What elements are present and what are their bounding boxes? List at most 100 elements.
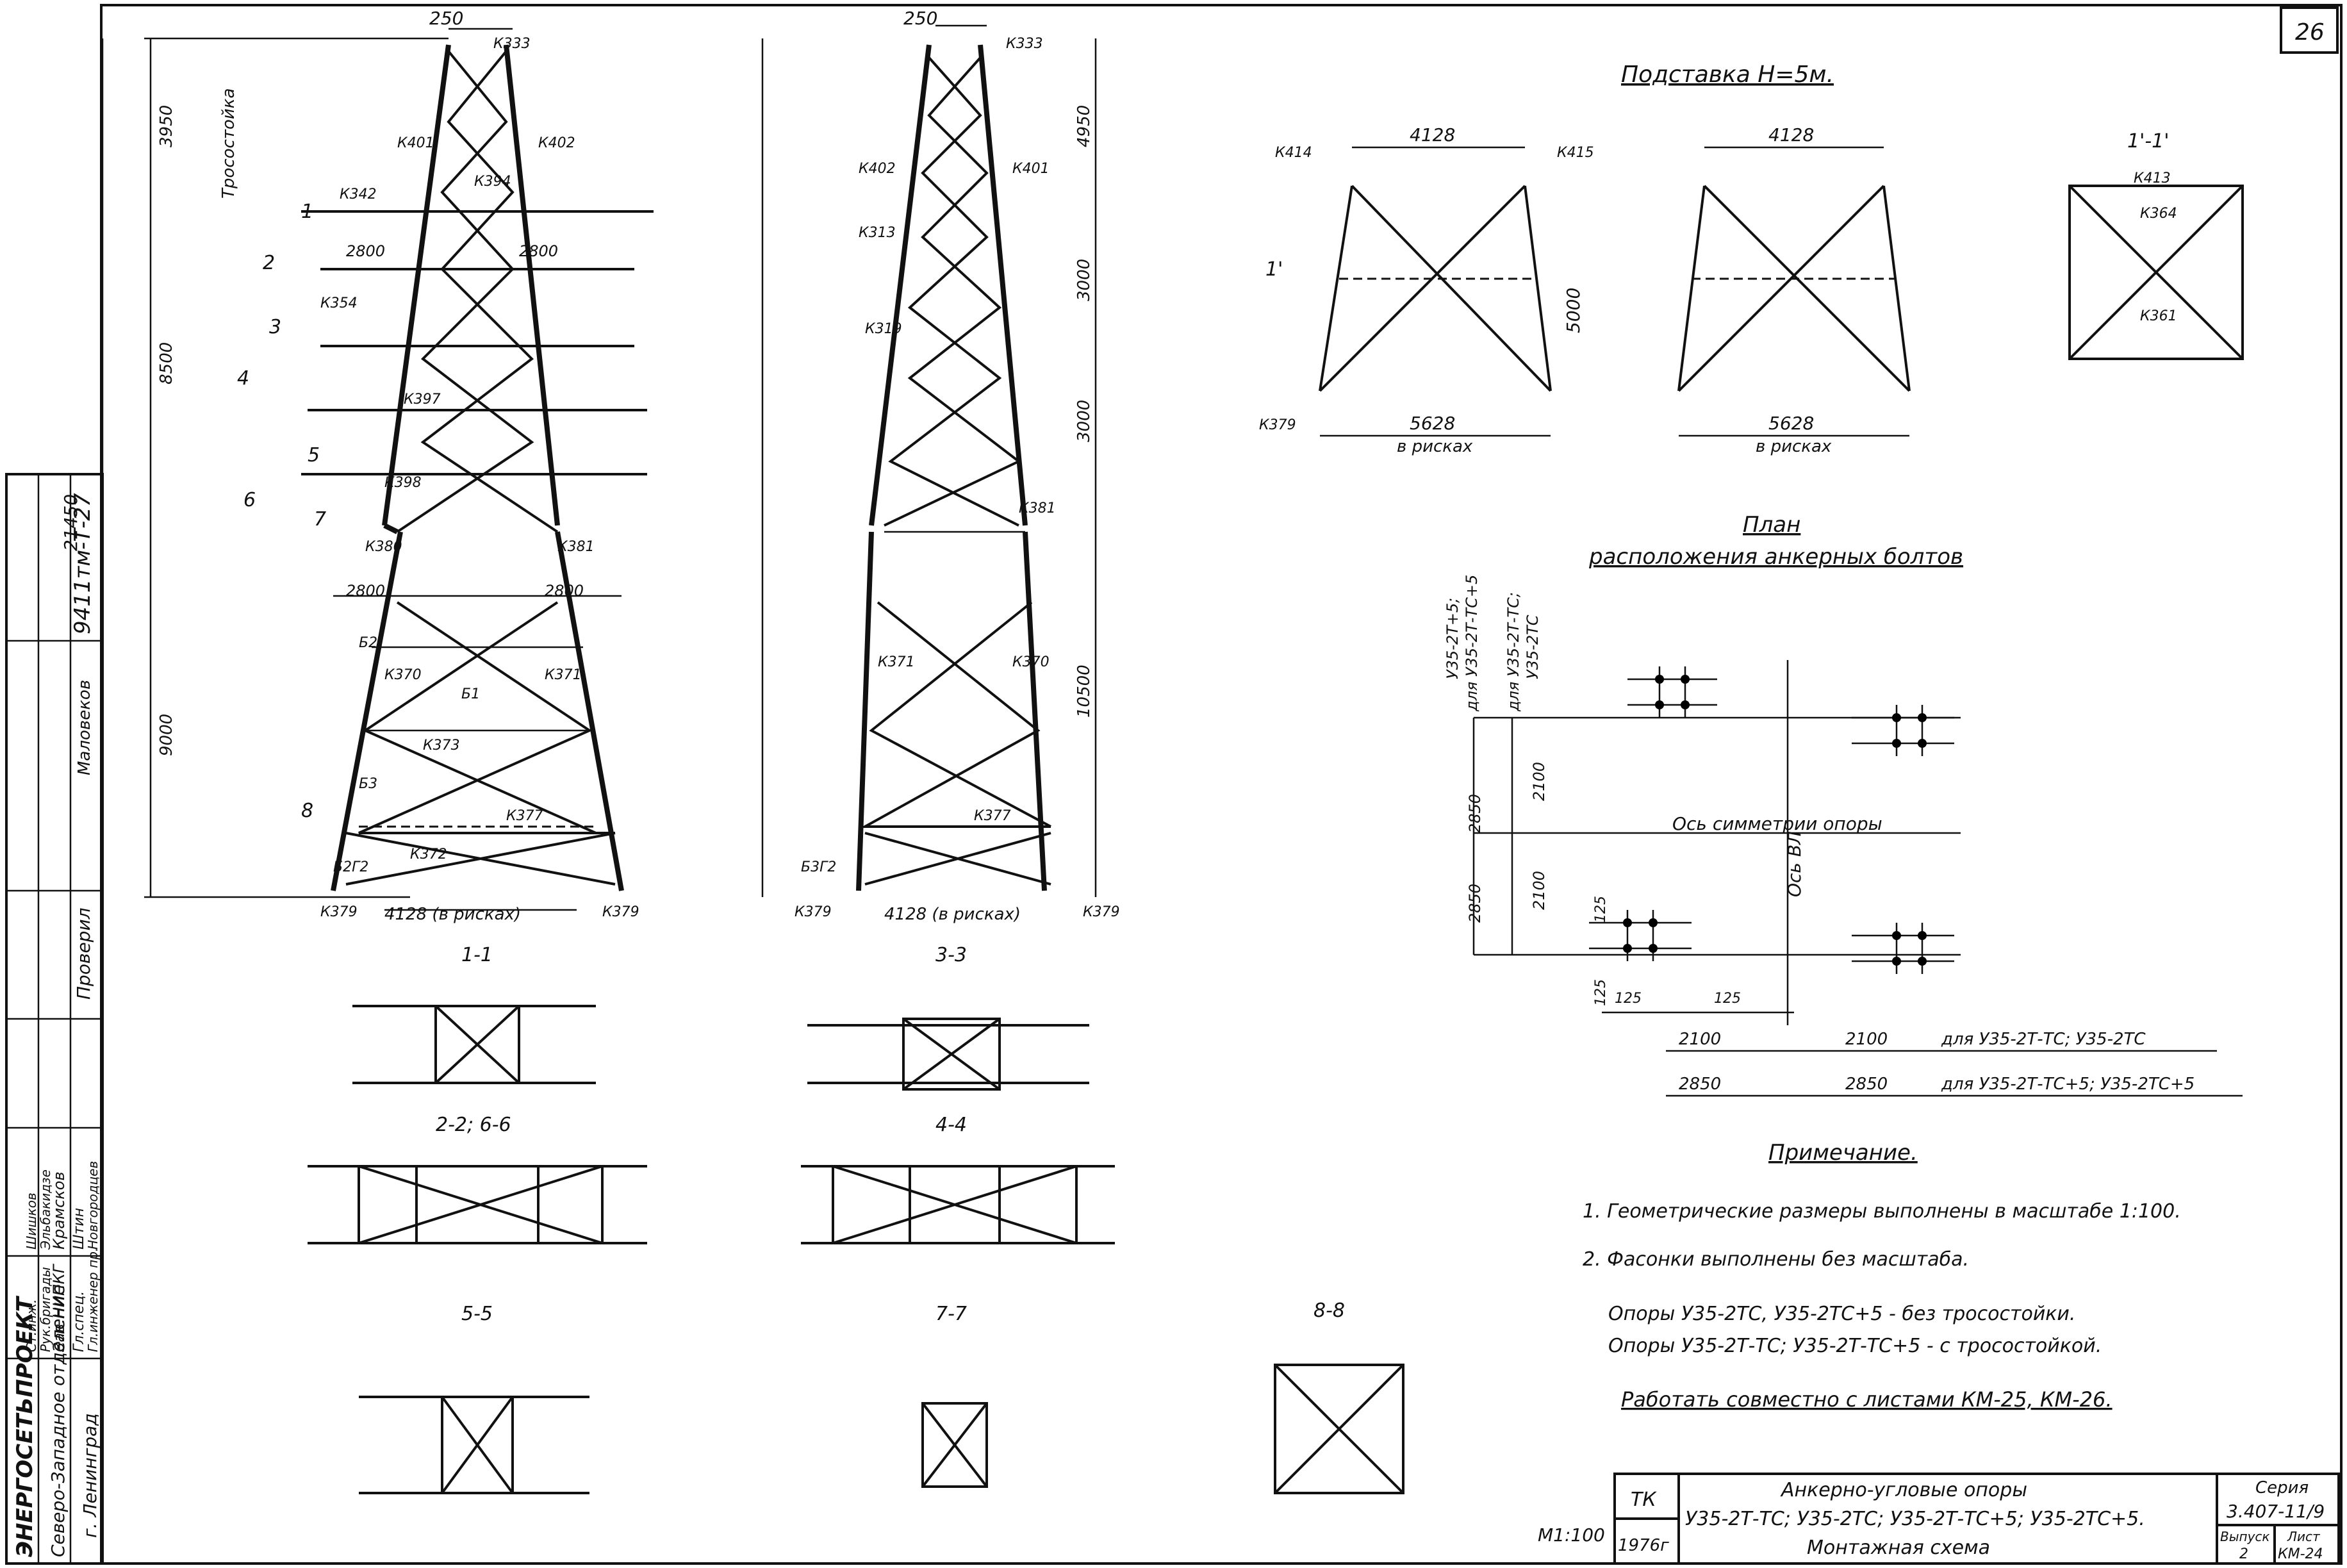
section-4-4-title: 4-4 bbox=[935, 1114, 967, 1136]
pod-base-1: 5628 bbox=[1410, 413, 1455, 434]
rlabel-b3g2: Б3Г2 bbox=[801, 859, 836, 875]
plan-row1-c: для У35-2Т-ТС; У35-2ТС bbox=[1941, 1030, 2146, 1049]
section-7-7-title: 7-7 bbox=[935, 1303, 967, 1325]
right-top-width: 250 bbox=[903, 8, 937, 29]
plan-dim-v2: 2850 bbox=[1466, 884, 1484, 923]
section-1-1: 1-1 bbox=[352, 944, 596, 1084]
stamp-col-checked: Проверил bbox=[73, 907, 94, 1000]
section-8-8: 8-8 bbox=[1274, 1300, 1404, 1494]
right-base-width: 4128 (в рисках) bbox=[884, 905, 1021, 924]
stamp-name-2: Новгородцев bbox=[85, 1161, 101, 1250]
rlabel-k333: К333 bbox=[1006, 36, 1043, 52]
podstavka: Подставка Н=5м. 4128 5628 в рисках 5000 … bbox=[1259, 62, 2244, 456]
label-k342: К342 bbox=[340, 186, 377, 202]
right-h4: 10500 bbox=[1075, 664, 1094, 718]
left-h2: 8500 bbox=[157, 342, 176, 384]
plan-row1-b: 2100 bbox=[1845, 1030, 1888, 1049]
stamp-issue-value: 2 bbox=[2239, 1546, 2248, 1562]
note-5: Работать совместно с листами КМ-25, КМ-2… bbox=[1621, 1387, 2112, 1412]
rlabel-k371: К371 bbox=[878, 654, 915, 670]
plan-row2-b: 2850 bbox=[1845, 1075, 1888, 1094]
label-k379-r: К379 bbox=[602, 904, 639, 920]
mark-4: 4 bbox=[237, 367, 249, 390]
stamp-name-0: Крамсков bbox=[50, 1171, 68, 1250]
mark-2: 2 bbox=[263, 252, 275, 274]
rlabel-k379-l: К379 bbox=[795, 904, 832, 920]
stamp-series-value: 3.407-11/9 bbox=[2227, 1501, 2325, 1522]
label-k381: К381 bbox=[557, 539, 595, 555]
mark-5: 5 bbox=[308, 444, 320, 466]
left-top-width: 250 bbox=[429, 8, 463, 29]
plan-axis-vl: Ось ВЛ bbox=[1784, 831, 1805, 897]
label-b2g2: Б2Г2 bbox=[333, 859, 368, 875]
label-k402: К402 bbox=[538, 135, 575, 151]
section-1-1-title: 1-1 bbox=[461, 944, 493, 966]
pod-label-k413: К413 bbox=[2134, 170, 2171, 186]
left-stamp: 9411тм-Т-27 Проверил Маловеков Зав.НИПКГ… bbox=[5, 473, 104, 1565]
label-k372: К372 bbox=[410, 846, 447, 862]
section-3-3-title: 3-3 bbox=[935, 944, 967, 966]
label-b3: Б3 bbox=[359, 776, 377, 792]
mark-1: 1 bbox=[301, 201, 313, 223]
pod-height: 5000 bbox=[1563, 288, 1584, 333]
note-1: 1. Геометрические размеры выполнены в ма… bbox=[1583, 1200, 2181, 1223]
stamp-tk: ТК bbox=[1631, 1489, 1657, 1511]
right-h2: 3000 bbox=[1075, 259, 1094, 301]
label-k370: К370 bbox=[384, 667, 422, 683]
label-b1: Б1 bbox=[461, 686, 480, 702]
podstavka-title: Подставка Н=5м. bbox=[1621, 62, 1834, 88]
section-3-3: 3-3 bbox=[807, 944, 1089, 1091]
stamp-name-4: Шишков bbox=[24, 1193, 39, 1250]
left-h1: 3950 bbox=[157, 105, 176, 147]
rlabel-k401: К401 bbox=[1012, 161, 1050, 177]
label-k401: К401 bbox=[397, 135, 434, 151]
label-k354: К354 bbox=[320, 295, 358, 311]
pod-label-k415: К415 bbox=[1557, 145, 1594, 161]
stamp-issue-label: Выпуск bbox=[2220, 1529, 2270, 1544]
bolt-group-tr bbox=[1852, 705, 1954, 756]
label-k398: К398 bbox=[384, 475, 422, 491]
stamp-role-2: Гл.инженер пр. bbox=[85, 1248, 101, 1352]
left-crossarm-width-2: 2800 bbox=[519, 242, 558, 260]
left-crossarm-width-4: 2800 bbox=[545, 582, 584, 600]
rlabel-k381: К381 bbox=[1019, 500, 1056, 516]
sheet-number-box bbox=[2280, 6, 2339, 54]
stamp-name-3: Эльбакидзе bbox=[38, 1169, 53, 1250]
title-block: М1:100 ТК 1976г Анкерно-угловые опоры У3… bbox=[1538, 1473, 2340, 1565]
stamp-col-author: Маловеков bbox=[75, 680, 94, 775]
plan-dim-125-b: 125 bbox=[1593, 979, 1609, 1006]
section-8-8-title: 8-8 bbox=[1313, 1300, 1345, 1322]
org-name: ЭНЕРГОСЕТЬПРОЕКТ bbox=[12, 1295, 38, 1557]
tower-left: 21450 3950 Тросостойка 8500 9000 250 bbox=[60, 8, 764, 924]
plan-left-4: У35-2ТС bbox=[1524, 615, 1542, 679]
note-3: Опоры У35-2ТС, У35-2ТС+5 - без тросостой… bbox=[1608, 1303, 2075, 1325]
mark-3: 3 bbox=[269, 316, 281, 338]
plan-dim-125-a: 125 bbox=[1593, 896, 1609, 923]
left-mast-label: Тросостойка bbox=[219, 88, 238, 199]
stamp-series-label: Серия bbox=[2255, 1478, 2309, 1498]
plan-axis-sym: Ось симметрии опоры bbox=[1672, 813, 1882, 834]
rlabel-k313: К313 bbox=[859, 225, 896, 241]
pod-section-title: 1'-1' bbox=[2127, 130, 2170, 153]
plan-title-2: расположения анкерных болтов bbox=[1588, 544, 1963, 570]
rlabel-k377: К377 bbox=[974, 808, 1011, 824]
right-h1: 4950 bbox=[1075, 105, 1094, 147]
pod-label-k379: К379 bbox=[1259, 417, 1296, 433]
tower-right: 250 4950 3000 3000 10500 4128 (в рисках)… bbox=[795, 8, 1120, 924]
note-2: 2. Фасонки выполнены без масштаба. bbox=[1583, 1248, 1969, 1271]
left-h3: 9000 bbox=[157, 714, 176, 756]
mark-7: 7 bbox=[314, 508, 326, 531]
stamp-role-0: Зав.НИПКГ bbox=[50, 1264, 68, 1352]
mark-8: 8 bbox=[301, 800, 313, 822]
left-crossarm-width-3: 2800 bbox=[346, 582, 385, 600]
stamp-year: 1976г bbox=[1618, 1536, 1669, 1555]
plan-row2-a: 2850 bbox=[1679, 1075, 1721, 1094]
label-k394: К394 bbox=[474, 174, 511, 190]
stamp-role-4: Ст.инж. bbox=[24, 1300, 39, 1352]
project-code: 9411тм-Т-27 bbox=[70, 493, 95, 634]
sheet-frame bbox=[100, 4, 2343, 1565]
rlabel-k319: К319 bbox=[865, 321, 902, 337]
label-k397: К397 bbox=[404, 392, 441, 408]
pod-mark: 1' bbox=[1265, 258, 1283, 281]
rlabel-k379-r: К379 bbox=[1083, 904, 1120, 920]
